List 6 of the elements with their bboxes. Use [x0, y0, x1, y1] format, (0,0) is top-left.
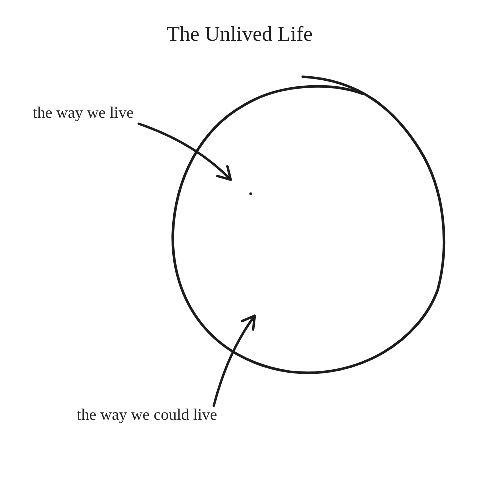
arrow — [212, 314, 256, 408]
diagram-title: The Unlived Life — [167, 22, 313, 48]
dot-icon — [249, 192, 253, 196]
annotation-text: the way we live — [33, 104, 141, 124]
annotation-text: the way we could live — [77, 406, 223, 426]
arrow — [138, 122, 232, 182]
